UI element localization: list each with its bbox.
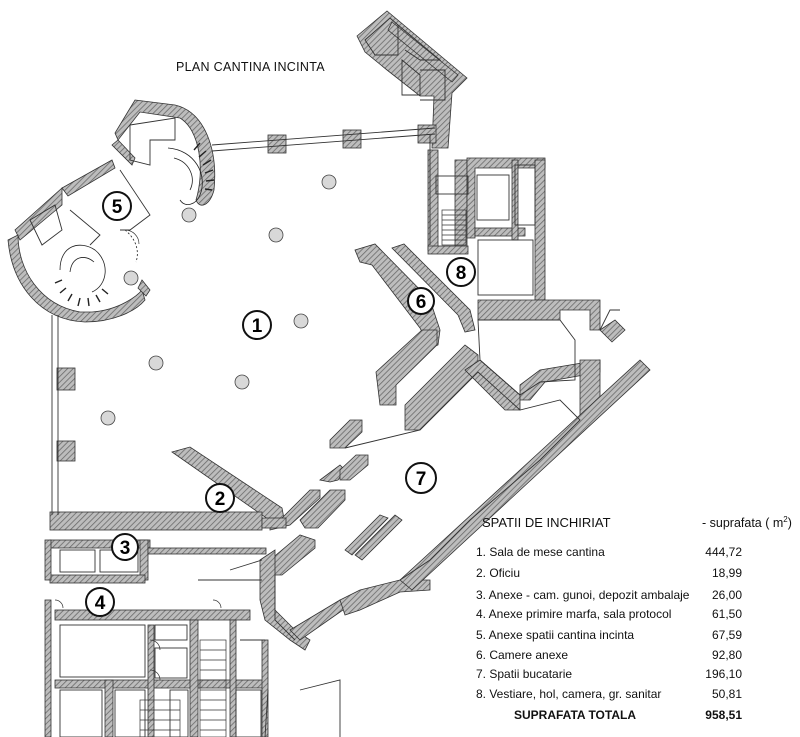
legend-row-value: 92,80 (711, 648, 742, 662)
legend-row: 4. Anexe primire marfa, sala protocol 61,… (476, 607, 742, 623)
column-label-text: - suprafata ( m (702, 516, 784, 531)
legend-row-value: 50,81 (711, 687, 742, 701)
legend-row-value: 196,10 (705, 667, 742, 681)
legend-column-label: - suprafata ( m2) (702, 515, 792, 530)
zone-label-8: 8 (456, 263, 467, 284)
round-columns (100, 174, 337, 426)
column-unit-exponent: 2 (783, 515, 788, 524)
zone-markers: 1 2 3 4 5 6 7 8 (85, 191, 476, 617)
legend-row-label: 2. Oficiu (476, 566, 521, 580)
legend-row: 1. Sala de mese cantina 444,72 (476, 545, 742, 561)
zone-label-7: 7 (416, 469, 427, 490)
zone-label-2: 2 (215, 489, 226, 510)
zone-label-1: 1 (252, 316, 263, 337)
legend-total-row: SUPRAFATA TOTALA 958,51 (514, 708, 742, 722)
zone-label-4: 4 (95, 593, 106, 614)
legend-row-value: 444,72 (705, 545, 742, 559)
plan-title: PLAN CANTINA INCINTA (176, 60, 325, 74)
zone-marker-3: 3 (111, 533, 139, 561)
zone-label-5: 5 (112, 197, 123, 218)
total-value: 958,51 (705, 708, 742, 722)
zone-marker-6: 6 (407, 287, 435, 315)
zone-marker-2: 2 (205, 483, 235, 513)
zone-marker-1: 1 (242, 310, 272, 340)
zone-marker-5: 5 (102, 191, 132, 221)
total-label: SUPRAFATA TOTALA (514, 708, 636, 722)
legend-row-value: 67,59 (711, 628, 742, 642)
walls (7, 10, 651, 737)
spiral-stairs (54, 142, 215, 307)
legend-row-label: 3. Anexe - cam. gunoi, depozit ambalaje (476, 588, 690, 602)
legend-row-label: 8. Vestiare, hol, camera, gr. sanitar (476, 687, 662, 701)
legend-row-label: 5. Anexe spatii cantina incinta (476, 628, 635, 642)
zone-marker-4: 4 (85, 587, 115, 617)
legend-row-value: 26,00 (711, 588, 742, 602)
zone-marker-7: 7 (405, 462, 437, 494)
legend-row: 6. Camere anexe 92,80 (476, 648, 742, 664)
legend-row: 3. Anexe - cam. gunoi, depozit ambalaje 2… (476, 588, 742, 604)
legend-row-label: 1. Sala de mese cantina (476, 545, 605, 559)
legend-row: 7. Spatii bucatarie 196,10 (476, 667, 742, 683)
door-swings (54, 229, 222, 681)
zone-label-6: 6 (416, 292, 427, 313)
room-outlines (29, 17, 620, 737)
legend-header: SPATII DE INCHIRIAT (482, 515, 611, 530)
legend-row-label: 6. Camere anexe (476, 648, 569, 662)
legend-row-label: 7. Spatii bucatarie (476, 667, 573, 681)
legend-row-value: 18,99 (711, 566, 742, 580)
column-label-close: ) (787, 516, 792, 531)
zone-marker-8: 8 (446, 257, 476, 287)
legend-row-label: 4. Anexe primire marfa, sala protocol (476, 607, 672, 621)
legend-row: 2. Oficiu 18,99 (476, 566, 742, 582)
legend-row: 8. Vestiare, hol, camera, gr. sanitar 50,… (476, 687, 742, 703)
legend-row: 5. Anexe spatii cantina incinta 67,59 (476, 628, 742, 644)
zone-label-3: 3 (120, 538, 131, 559)
legend-row-value: 61,50 (711, 607, 742, 621)
